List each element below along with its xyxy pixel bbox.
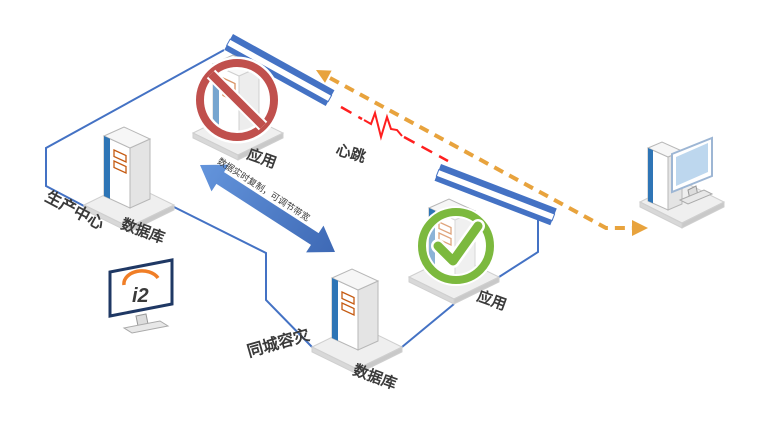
heartbeat-label: 心跳 [334,141,368,167]
workstation-icon [638,136,726,229]
production-app-label: 应用 [245,145,279,172]
dr-app-label: 应用 [475,287,509,314]
dr-db-server-icon [311,268,403,375]
network-line-dr-db [401,303,455,348]
network-line-cross-site [173,206,313,348]
network-line-dr-app [498,212,539,278]
check-icon [416,206,496,286]
reroute-arrowhead-top-icon [316,70,332,83]
reroute-arrowhead-right-icon [632,220,648,236]
network-bar-right-icon [434,164,557,226]
reroute-dashed-line [329,76,632,230]
heartbeat-line-left [340,105,363,121]
heartbeat-line-right [403,135,449,163]
prohibited-icon [193,56,281,144]
network-line-production [45,49,225,207]
i2-logo: i2 [132,285,149,307]
replication-arrow [200,164,335,253]
heartbeat-pulse-icon [363,109,403,141]
i2-logo-swoosh-icon [122,269,160,286]
dr-center-label: 同城容灾 [245,325,313,361]
i2-monitor-icon: i2 [108,258,174,334]
